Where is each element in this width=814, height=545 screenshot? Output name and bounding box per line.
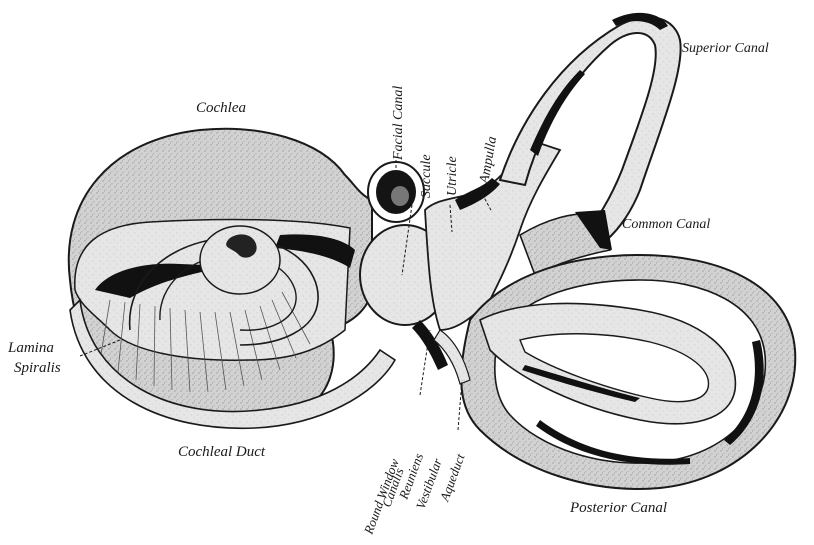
label-superior-canal: Superior Canal bbox=[682, 41, 769, 56]
leader-vestibular-aqueduct bbox=[458, 380, 462, 430]
label-utricle: Utricle bbox=[445, 156, 460, 196]
label-common-canal: Common Canal bbox=[622, 217, 710, 232]
label-cochlear-duct: Cochleal Duct bbox=[178, 444, 266, 460]
label-lamina-spiralis-1: Lamina bbox=[7, 340, 54, 356]
label-posterior-canal: Posterior Canal bbox=[569, 500, 667, 516]
cochlea bbox=[69, 129, 395, 429]
posterior-canal bbox=[461, 255, 795, 489]
label-facial-canal: Facial Canal bbox=[391, 86, 406, 161]
label-ampulla: Ampulla bbox=[477, 135, 500, 185]
label-aqueduct: Aqueduct bbox=[436, 451, 467, 504]
label-saccule: Saccule bbox=[419, 154, 434, 198]
label-cochlea: Cochlea bbox=[196, 100, 246, 116]
label-lamina-spiralis-2: Spiralis bbox=[14, 360, 61, 376]
